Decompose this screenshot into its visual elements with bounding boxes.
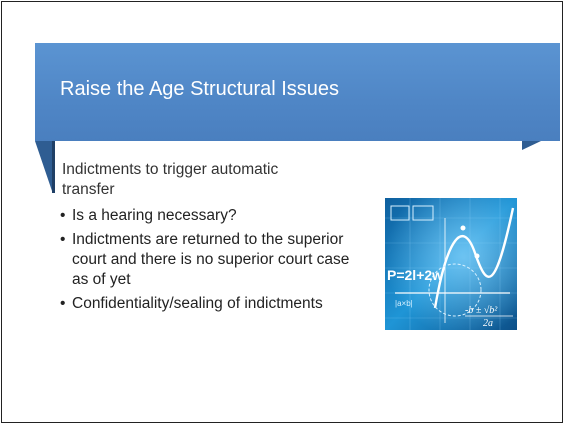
formula-abs: |a×b| xyxy=(395,299,413,308)
formula-quadratic: -b ± √b² xyxy=(465,305,498,316)
title-banner xyxy=(35,43,560,141)
bullet-item: Confidentiality/sealing of indictments xyxy=(60,294,350,314)
formula-box xyxy=(390,205,410,221)
curve-line xyxy=(433,207,515,309)
formula-denominator: 2a xyxy=(483,318,493,329)
bullet-list: Is a hearing necessary? Indictments are … xyxy=(60,206,350,318)
curve-point xyxy=(460,225,466,231)
math-formula-image: P=2l+2w |a×b| -b ± √b² 2a xyxy=(385,198,517,330)
banner-fold-left xyxy=(35,141,52,191)
banner-fold-right xyxy=(522,141,541,150)
formula-perimeter: P=2l+2w xyxy=(387,267,443,283)
slide-subheading: Indictments to trigger automatic transfe… xyxy=(62,161,279,198)
banner-fold-edge xyxy=(52,141,55,193)
formula-box xyxy=(412,205,434,221)
dashed-circle xyxy=(428,263,482,317)
bullet-item: Is a hearing necessary? xyxy=(60,206,350,226)
slide-title: Raise the Age Structural Issues xyxy=(60,78,340,100)
bullet-item: Indictments are returned to the superior… xyxy=(60,230,350,290)
curve-point xyxy=(474,253,480,259)
